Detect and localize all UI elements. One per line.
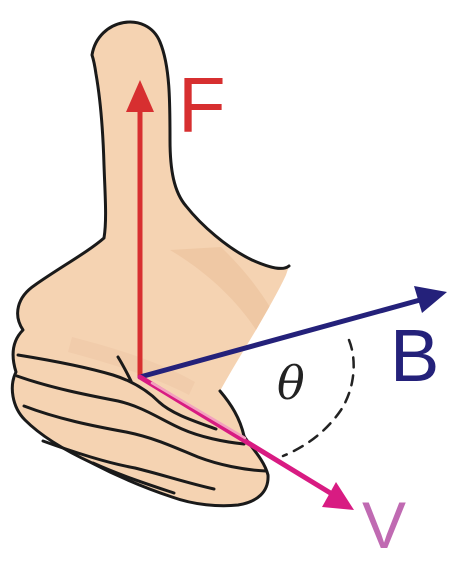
velocity-arrowhead [322,482,354,510]
hand [12,22,289,506]
hand-fill [12,22,289,506]
angle-arc [283,340,354,456]
angle-arc-dashed [283,340,354,456]
magnetic-field-arrowhead [414,286,447,313]
